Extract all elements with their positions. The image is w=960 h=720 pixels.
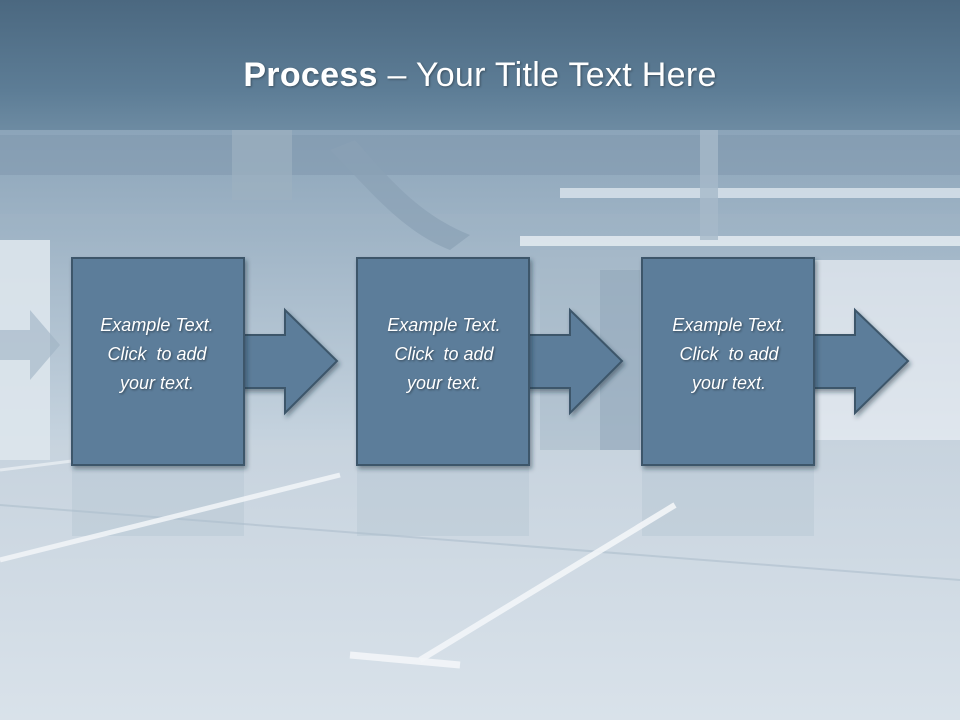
slide-title[interactable]: Process – Your Title Text Here (0, 52, 960, 98)
step-2-text[interactable]: Example Text. Click to add your text. (359, 311, 529, 398)
step-1-line-2: Click to add (107, 344, 207, 364)
title-bar (0, 0, 960, 130)
step-3-line-1: Example Text. (672, 315, 786, 335)
step-2-line-2: Click to add (394, 344, 494, 364)
step-1-line-3: your text. (119, 373, 195, 393)
step-3-arrow[interactable] (809, 307, 910, 416)
step-1-arrow[interactable] (239, 307, 339, 416)
title-bold-part: Process (243, 56, 378, 94)
step-1-text[interactable]: Example Text. Click to add your text. (72, 311, 242, 398)
step-2-line-3: your text. (406, 373, 482, 393)
step-2-arrow[interactable] (524, 307, 624, 416)
title-rest-part: – Your Title Text Here (377, 56, 717, 94)
step-3-line-2: Click to add (679, 344, 779, 364)
step-1-line-1: Example Text. (100, 315, 214, 335)
step-3-line-3: your text. (691, 373, 767, 393)
step-2-line-1: Example Text. (387, 315, 501, 335)
step-3-box[interactable] (641, 257, 815, 466)
step-1-box[interactable] (71, 257, 245, 466)
step-3-text[interactable]: Example Text. Click to add your text. (644, 311, 814, 398)
step-2-box[interactable] (356, 257, 530, 466)
